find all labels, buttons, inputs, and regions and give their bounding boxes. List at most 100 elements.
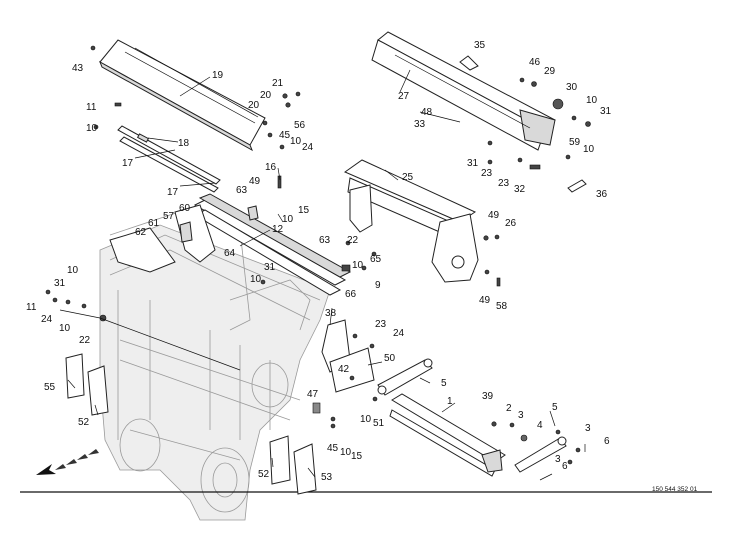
- callout-23: 23: [498, 178, 510, 189]
- callout-10: 10: [59, 323, 71, 334]
- callout-10: 10: [67, 265, 79, 276]
- callout-31: 31: [54, 278, 66, 289]
- callout-3: 3: [585, 423, 591, 434]
- callout-31: 31: [264, 262, 276, 273]
- brackets-60-61-62: [109, 204, 216, 273]
- callout-36: 36: [596, 189, 608, 200]
- callout-6: 6: [562, 461, 568, 472]
- callout-63: 63: [319, 235, 331, 246]
- callout-10: 10: [583, 144, 595, 155]
- callout-62: 62: [135, 227, 147, 238]
- callout-15: 15: [298, 205, 310, 216]
- callout-59: 59: [569, 137, 581, 148]
- main-frame-ghost: [99, 204, 331, 521]
- callout-45: 45: [279, 130, 291, 141]
- callout-16: 16: [265, 162, 277, 173]
- callout-17: 17: [122, 158, 134, 169]
- part-27-upper-channel: [371, 31, 556, 151]
- callout-52: 52: [78, 417, 90, 428]
- callout-50: 50: [384, 353, 396, 364]
- callout-23: 23: [375, 319, 387, 330]
- callout-46: 46: [529, 57, 541, 68]
- callout-60: 60: [179, 203, 191, 214]
- callout-26: 26: [505, 218, 517, 229]
- part-12-64-rails: [193, 193, 352, 296]
- callout-57: 57: [163, 211, 175, 222]
- callout-2: 2: [506, 403, 512, 414]
- callout-55: 55: [44, 382, 56, 393]
- callout-27: 27: [398, 91, 410, 102]
- callout-52: 52: [258, 469, 270, 480]
- callout-3: 3: [555, 454, 561, 465]
- callout-39: 39: [482, 391, 494, 402]
- callout-21: 21: [272, 78, 284, 89]
- callout-35: 35: [474, 40, 486, 51]
- part-5-cylinder-lower: [514, 436, 567, 473]
- callout-3: 3: [518, 410, 524, 421]
- callout-65: 65: [370, 254, 382, 265]
- leader-lines: [59, 69, 556, 478]
- callout-5: 5: [441, 378, 447, 389]
- callout-22: 22: [79, 335, 91, 346]
- callout-15: 15: [351, 451, 363, 462]
- callout-31: 31: [467, 158, 479, 169]
- callout-24: 24: [41, 314, 53, 325]
- callout-47: 47: [307, 389, 319, 400]
- callout-5: 5: [552, 402, 558, 413]
- callout-10: 10: [282, 214, 294, 225]
- callout-20: 20: [248, 100, 260, 111]
- callout-42: 42: [338, 364, 350, 375]
- callout-19: 19: [212, 70, 224, 81]
- part-17-18-strips: [117, 125, 221, 193]
- callout-33: 33: [414, 119, 426, 130]
- callout-10: 10: [250, 274, 262, 285]
- callout-10: 10: [86, 123, 98, 134]
- callout-10: 10: [360, 414, 372, 425]
- callout-25: 25: [402, 172, 414, 183]
- callout-32: 32: [514, 184, 526, 195]
- hardware-fasteners: [45, 45, 591, 481]
- callout-49: 49: [249, 176, 261, 187]
- callout-1: 1: [447, 396, 453, 407]
- callout-24: 24: [393, 328, 405, 339]
- callout-66: 66: [345, 289, 357, 300]
- callout-64: 64: [224, 248, 236, 259]
- callout-4: 4: [537, 420, 543, 431]
- callout-49: 49: [479, 295, 491, 306]
- part-5-cylinder-upper: [377, 358, 433, 396]
- callout-labels: 43 19 11 10 18 17 17 21 20 20 56 45 10 2…: [26, 40, 612, 483]
- callout-51: 51: [373, 418, 385, 429]
- callout-48: 48: [421, 107, 433, 118]
- drawing-number: 150 544 352 01: [652, 486, 698, 493]
- part-25-crossmember: [343, 159, 479, 283]
- direction-arrow-icon: [36, 449, 99, 475]
- callout-20: 20: [260, 90, 272, 101]
- callout-29: 29: [544, 66, 556, 77]
- callout-58: 58: [496, 301, 508, 312]
- plates-38-42-50: [321, 319, 375, 393]
- callout-9: 9: [375, 280, 381, 291]
- guards-52-53-55: [65, 353, 317, 495]
- callout-53: 53: [321, 472, 333, 483]
- part-1-lower-beam: [389, 393, 506, 477]
- callout-30: 30: [566, 82, 578, 93]
- callout-6: 6: [604, 436, 610, 447]
- callout-12: 12: [272, 224, 284, 235]
- callout-11: 11: [86, 102, 97, 113]
- part-19-top-cover: [99, 39, 266, 152]
- callout-22: 22: [347, 235, 359, 246]
- callout-61: 61: [148, 218, 160, 229]
- callout-24: 24: [302, 142, 314, 153]
- callout-63: 63: [236, 185, 248, 196]
- callout-10: 10: [340, 447, 352, 458]
- callout-10: 10: [290, 136, 302, 147]
- callout-49: 49: [488, 210, 500, 221]
- callout-45: 45: [327, 443, 339, 454]
- callout-17: 17: [167, 187, 179, 198]
- callout-10: 10: [586, 95, 598, 106]
- callout-56: 56: [294, 120, 306, 131]
- callout-31: 31: [600, 106, 612, 117]
- callout-11: 11: [26, 302, 37, 313]
- callout-23: 23: [481, 168, 493, 179]
